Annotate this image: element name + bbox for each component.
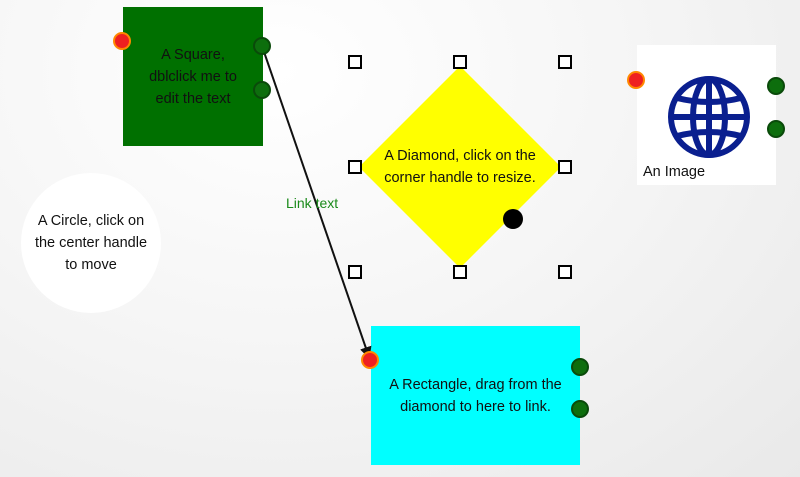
circle-label: A Circle, click on the center handle to … xyxy=(34,213,148,273)
image-caption: An Image xyxy=(643,164,706,180)
rectangle-port-right-bottom[interactable] xyxy=(571,400,589,418)
rectangle-port-left[interactable] xyxy=(361,351,379,369)
globe-icon xyxy=(668,76,750,158)
image-node[interactable]: An Image xyxy=(637,45,776,185)
resize-handle-bottom-right[interactable] xyxy=(558,265,572,279)
resize-handle-top-right[interactable] xyxy=(558,55,572,69)
resize-handle-right[interactable] xyxy=(558,160,572,174)
rectangle-node[interactable]: A Rectangle, drag from the diamond to he… xyxy=(371,326,580,465)
square-port-right-bottom[interactable] xyxy=(253,81,271,99)
image-port-right-top[interactable] xyxy=(767,77,785,95)
diamond-label: A Diamond, click on the corner handle to… xyxy=(384,148,536,186)
square-port-left[interactable] xyxy=(113,32,131,50)
diamond-rotate-handle[interactable] xyxy=(503,209,523,229)
resize-handle-top-left[interactable] xyxy=(348,55,362,69)
resize-handle-top[interactable] xyxy=(453,55,467,69)
square-node[interactable]: A Square, dblclick me to edit the text xyxy=(123,7,263,146)
square-label: A Square, dblclick me to edit the text xyxy=(149,46,237,107)
diamond-node[interactable]: A Diamond, click on the corner handle to… xyxy=(355,62,565,272)
rectangle-label: A Rectangle, drag from the diamond to he… xyxy=(389,376,562,415)
resize-handle-bottom[interactable] xyxy=(453,265,467,279)
image-port-right-bottom[interactable] xyxy=(767,120,785,138)
resize-handle-left[interactable] xyxy=(348,160,362,174)
square-port-right-top[interactable] xyxy=(253,37,271,55)
link-label[interactable]: Link text xyxy=(286,195,339,211)
image-port-left[interactable] xyxy=(627,71,645,89)
resize-handle-bottom-left[interactable] xyxy=(348,265,362,279)
circle-node[interactable]: A Circle, click on the center handle to … xyxy=(21,173,161,313)
rectangle-port-right-top[interactable] xyxy=(571,358,589,376)
square-shape[interactable] xyxy=(123,7,263,146)
